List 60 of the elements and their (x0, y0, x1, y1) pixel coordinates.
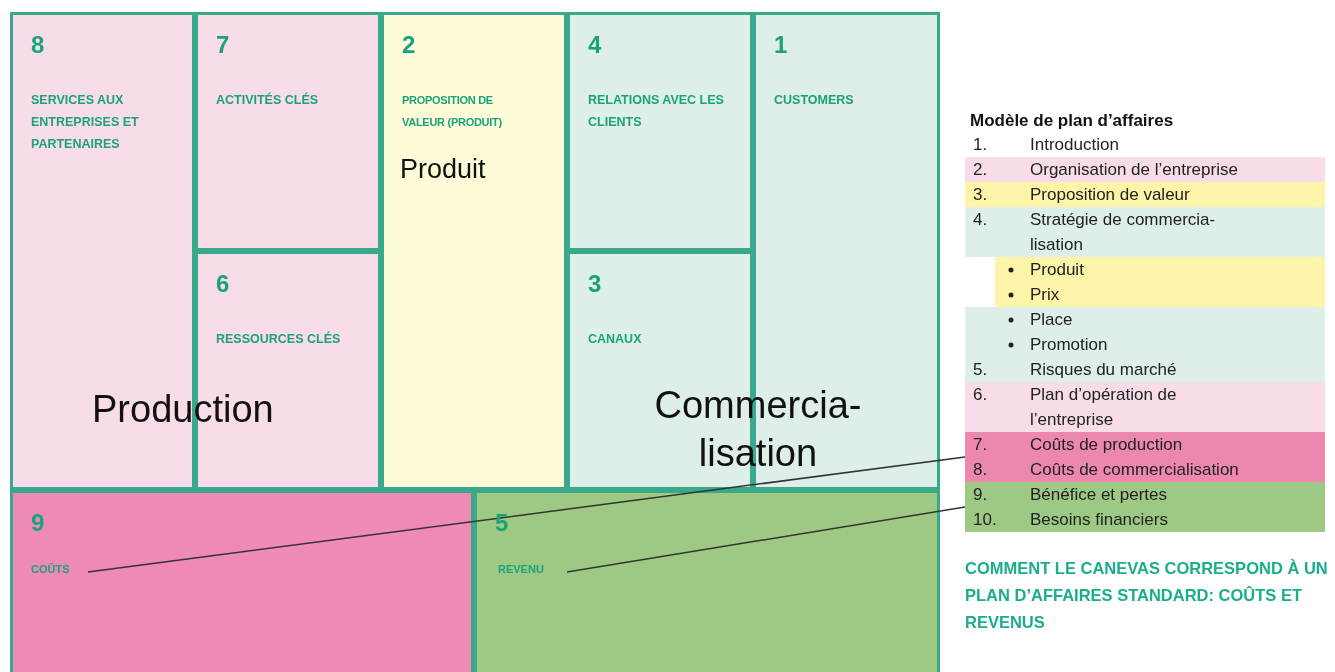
section-number: 4 (588, 33, 603, 57)
item-text: Besoins financiers (1030, 509, 1169, 531)
plan-section-band (965, 207, 1325, 257)
item-text: Promotion (1030, 334, 1108, 356)
item-number: 5. (972, 359, 989, 381)
section-title: COÛTS (31, 560, 91, 578)
section-number: 6 (216, 272, 231, 296)
plan-section-band (965, 482, 1325, 532)
canvas-block (474, 490, 940, 672)
canvas-block (381, 12, 567, 490)
leader-line (87, 456, 966, 573)
item-number: 1. (973, 134, 988, 156)
section-title: ACTIVITÉS CLÉS (216, 91, 320, 109)
section-number: 2 (402, 33, 417, 57)
item-text: Stratégie de commercia- lisation (1030, 209, 1217, 256)
plan-section-band (965, 357, 1325, 382)
leader-line (566, 506, 966, 573)
plan-section-band (965, 157, 1325, 182)
item-number: 3. (972, 184, 989, 206)
item-text: Bénéfice et pertes (1030, 484, 1169, 506)
section-number: 3 (588, 272, 603, 296)
caption: COMMENT LE CANEVAS CORRESPOND À UN PLAN D’AFFAIRES STANDARD: COÛTS ET REVENUS (965, 558, 1329, 633)
section-title: RESSOURCES CLÉS (216, 330, 342, 348)
canvas-block (10, 490, 474, 672)
item-number: 8. (972, 459, 989, 481)
plan-section-band (995, 257, 1325, 307)
item-text: Place (1030, 309, 1073, 331)
item-text: Proposition de valeur (1030, 184, 1191, 206)
item-text: Produit (1030, 259, 1084, 281)
section-keyword: Produit (400, 153, 486, 186)
section-number: 8 (31, 33, 46, 57)
plan-section-band (965, 182, 1325, 207)
section-title: REVENU (498, 560, 570, 578)
section-title: PROPOSITION DE VALEUR (PRODUIT) (402, 93, 503, 130)
item-text: Coûts de commercialisation (1030, 459, 1240, 481)
section-title: SERVICES AUX ENTREPRISES ET PARTENAIRES (31, 92, 140, 153)
plan-section-band (965, 382, 1325, 432)
item-number: 7. (972, 434, 989, 456)
item-text: Organisation de l’entreprise (1030, 159, 1239, 181)
canvas-block (195, 12, 381, 251)
section-number: 1 (774, 33, 789, 57)
item-number: 2. (972, 159, 989, 181)
item-text: Risques du marché (1030, 359, 1178, 381)
item-number: 6. (972, 384, 989, 406)
section-title: RELATIONS AVEC LES CLIENTS (588, 92, 725, 131)
item-number: 10. (972, 509, 998, 531)
section-number: 7 (216, 33, 231, 57)
item-number: 9. (972, 484, 989, 506)
item-text: Plan d’opération de l’entreprise (1030, 384, 1178, 431)
list-heading: Modèle de plan d’affaires (970, 110, 1174, 132)
item-number: 4. (972, 209, 989, 231)
item-text: Introduction (1030, 134, 1119, 156)
plan-section-band (965, 432, 1325, 482)
section-title: CANAUX (588, 331, 643, 348)
plan-section-band (965, 307, 1325, 357)
item-text: Prix (1030, 284, 1060, 306)
canvas-block (567, 12, 753, 251)
section-number: 9 (31, 511, 46, 535)
item-text: Coûts de production (1030, 434, 1184, 456)
section-title: CUSTOMERS (774, 92, 855, 109)
